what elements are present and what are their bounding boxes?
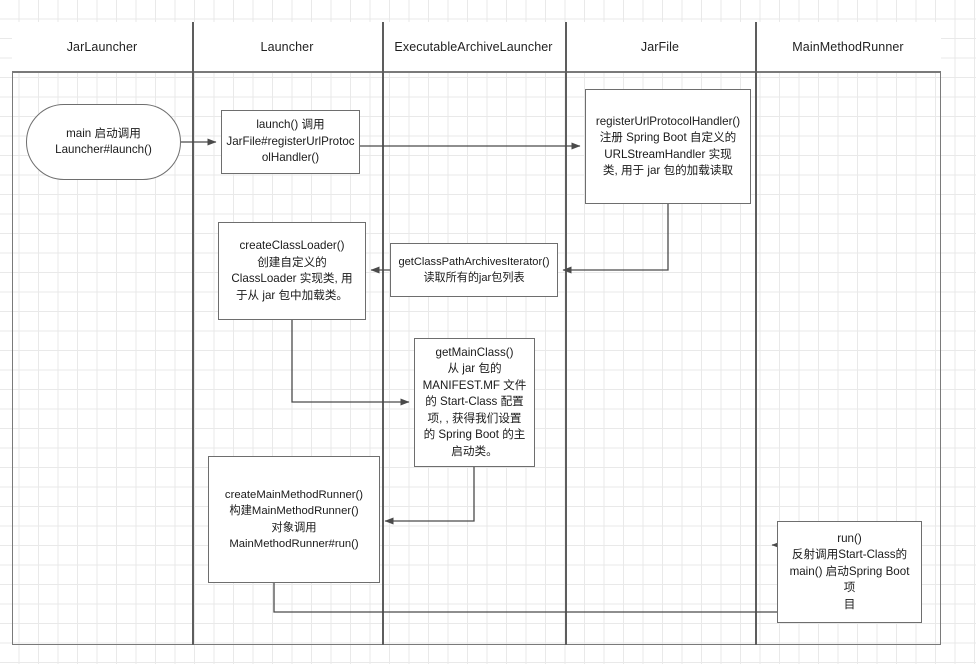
lane-title: Launcher xyxy=(260,39,314,54)
lane-header-launcher: Launcher xyxy=(192,22,382,71)
lifeline-jarlauncher-launcher xyxy=(192,22,194,645)
lane-header-mainmethodrunner: MainMethodRunner xyxy=(755,22,941,71)
lane-title: ExecutableArchiveLauncher xyxy=(394,39,553,54)
lifeline-launcher-executablearchivelauncher xyxy=(382,22,384,645)
header-separator xyxy=(12,71,941,73)
lane-title: JarFile xyxy=(640,39,680,54)
node-get-class-path-archives-iterator[interactable]: getClassPathArchivesIterator() 读取所有的jar包… xyxy=(390,243,558,297)
node-run-main[interactable]: run() 反射调用Start-Class的 main() 启动Spring B… xyxy=(777,521,922,623)
lane-header-executablearchivelauncher: ExecutableArchiveLauncher xyxy=(382,22,565,71)
lane-header-jarfile: JarFile xyxy=(565,22,755,71)
lane-title: MainMethodRunner xyxy=(792,39,904,54)
node-main-entry[interactable]: main 启动调用 Launcher#launch() xyxy=(26,104,181,180)
lane-header-jarlauncher: JarLauncher xyxy=(12,22,192,71)
lifeline-executablearchivelauncher-jarfile xyxy=(565,22,567,645)
lifeline-jarfile-mainmethodrunner xyxy=(755,22,757,645)
node-launch-register-url[interactable]: launch() 调用 JarFile#registerUrlProtoc ol… xyxy=(221,110,360,174)
node-create-class-loader[interactable]: createClassLoader() 创建自定义的 ClassLoader 实… xyxy=(218,222,366,320)
node-get-main-class[interactable]: getMainClass() 从 jar 包的 MANIFEST.MF 文件 的… xyxy=(414,338,535,467)
node-register-url-protocol-handler[interactable]: registerUrlProtocolHandler() 注册 Spring B… xyxy=(585,89,751,204)
lane-title: JarLauncher xyxy=(66,39,138,54)
node-create-main-method-runner[interactable]: createMainMethodRunner() 构建MainMethodRun… xyxy=(208,456,380,583)
